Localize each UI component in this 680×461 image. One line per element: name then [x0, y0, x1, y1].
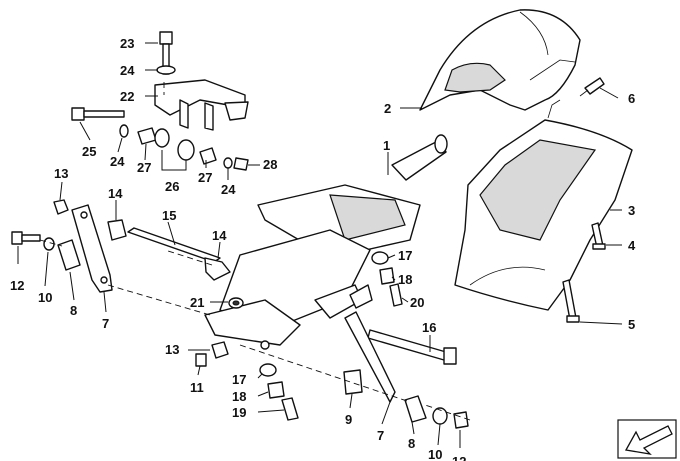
callout-5: 5	[628, 317, 635, 332]
bracket-22	[154, 79, 249, 131]
callout-22: 22	[120, 89, 134, 104]
callout-14: 14	[212, 228, 227, 243]
bolt-11	[195, 353, 207, 367]
callout-4: 4	[628, 238, 636, 253]
bracket-7-left	[71, 204, 113, 293]
bolt-20	[389, 283, 403, 307]
callout-24: 24	[110, 154, 125, 169]
callout-26: 26	[165, 179, 179, 194]
rubber-mount-26	[154, 128, 195, 161]
callout-7: 7	[377, 428, 384, 443]
navigation-arrow-icon[interactable]	[617, 419, 677, 459]
bracket-7-right	[344, 284, 396, 403]
callout-24: 24	[120, 63, 135, 78]
callout-12: 12	[452, 454, 466, 461]
nut-12-right	[453, 411, 469, 429]
upper-steering-column-cover	[419, 9, 581, 111]
callout-18: 18	[398, 272, 412, 287]
nut-28-washer-24	[223, 157, 249, 171]
plate-8-left	[57, 239, 81, 271]
spacer-18-lower	[267, 381, 285, 399]
callout-15: 15	[162, 208, 176, 223]
spacer-9	[343, 369, 363, 395]
washer-21	[228, 297, 244, 309]
lower-steering-column-cover	[454, 99, 633, 311]
callout-14: 14	[108, 186, 123, 201]
bolt-16	[367, 329, 457, 365]
callout-20: 20	[410, 295, 424, 310]
screw-6	[579, 77, 605, 97]
callout-10: 10	[38, 290, 52, 305]
callout-9: 9	[345, 412, 352, 427]
callout-27: 27	[198, 170, 212, 185]
callout-24: 24	[221, 182, 236, 197]
callout-6: 6	[628, 91, 635, 106]
spacer-18-top	[379, 267, 395, 285]
bushing-27-left	[137, 127, 157, 145]
rod-15	[127, 227, 221, 263]
leader-lines	[17, 42, 623, 448]
callout-8: 8	[408, 436, 415, 451]
callout-1: 1	[383, 138, 390, 153]
bushing-14-left	[107, 219, 127, 241]
callout-7: 7	[102, 316, 109, 331]
callout-21: 21	[190, 295, 204, 310]
bushing-14-right	[204, 257, 231, 281]
bush-17-lower	[259, 363, 277, 377]
bolt-12-left	[11, 231, 41, 245]
plate-8-right	[404, 395, 427, 423]
callout-18: 18	[232, 389, 246, 404]
bolt-25	[71, 107, 125, 121]
screw-5	[562, 279, 580, 323]
screw-4	[591, 222, 606, 250]
callout-17: 17	[232, 372, 246, 387]
bush-17-top	[371, 251, 389, 265]
bushing-27-right	[199, 147, 217, 165]
callout-12: 12	[10, 278, 24, 293]
washer-10-left	[43, 237, 55, 251]
callout-11: 11	[190, 380, 204, 395]
washer-24-top	[156, 65, 176, 75]
steering-column	[204, 134, 448, 350]
callout-16: 16	[422, 320, 436, 335]
callout-13: 13	[54, 166, 68, 181]
callout-28: 28	[263, 157, 277, 172]
callout-25: 25	[82, 144, 96, 159]
callout-3: 3	[628, 203, 635, 218]
washer-24-left	[119, 124, 129, 138]
nut-13-lower	[211, 341, 229, 359]
callout-13: 13	[165, 342, 179, 357]
callout-17: 17	[398, 248, 412, 263]
assembly-guides	[39, 82, 471, 421]
callout-labels: 23 24 22 25 24 27 26 27 24 28 13 14 15 1…	[10, 36, 636, 461]
callout-27: 27	[137, 160, 151, 175]
callout-19: 19	[232, 405, 246, 420]
nut-13-top	[53, 199, 69, 215]
callout-23: 23	[120, 36, 134, 51]
bolt-19	[281, 397, 299, 421]
callout-8: 8	[70, 303, 77, 318]
callout-2: 2	[384, 101, 391, 116]
callout-10: 10	[428, 447, 442, 461]
